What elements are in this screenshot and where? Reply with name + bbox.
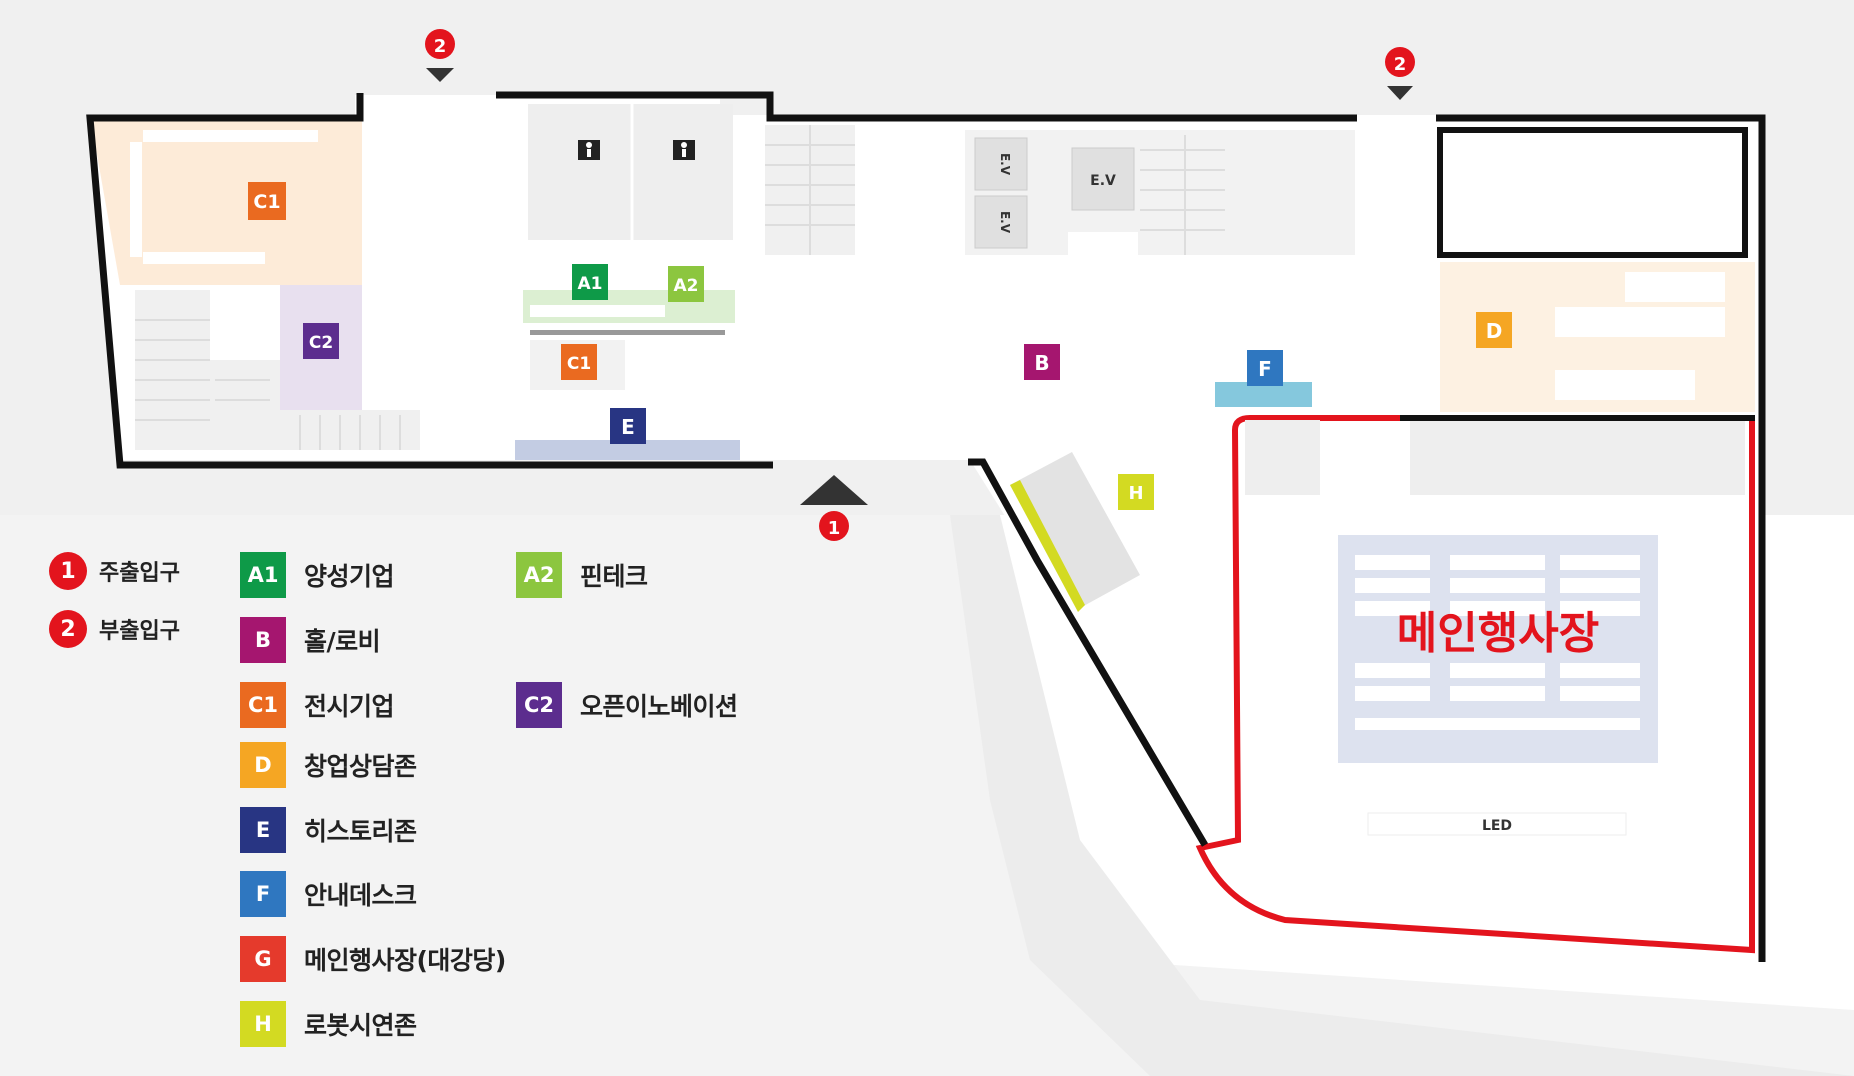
entrance-main-label: 주출입구 bbox=[99, 561, 180, 586]
square-b-icon: B bbox=[240, 617, 286, 663]
legend-entrance-main: 1 주출입구 bbox=[49, 552, 180, 590]
legend-item-f: F 안내데스크 bbox=[240, 871, 417, 917]
square-e-icon: E bbox=[240, 807, 286, 853]
zone-c1-area bbox=[90, 115, 362, 285]
legend-item-h: H 로봇시연존 bbox=[240, 1001, 417, 1047]
marker-a2: A2 bbox=[674, 276, 699, 296]
marker-a1: A1 bbox=[578, 274, 603, 294]
marker-c1-mid: C1 bbox=[567, 354, 591, 374]
square-f-icon: F bbox=[240, 871, 286, 917]
marker-b: B bbox=[1034, 351, 1049, 375]
elevator-label-2: E.V bbox=[998, 211, 1012, 234]
legend-item-g: G 메인행사장(대강당) bbox=[240, 936, 506, 982]
square-c1-icon: C1 bbox=[240, 682, 286, 728]
marker-c1-top: C1 bbox=[253, 191, 280, 213]
square-a2-icon: A2 bbox=[516, 552, 562, 598]
square-d-icon: D bbox=[240, 742, 286, 788]
square-a1-icon: A1 bbox=[240, 552, 286, 598]
legend-label-c2: 오픈이노베이션 bbox=[580, 692, 738, 721]
marker-c2: C2 bbox=[309, 333, 333, 353]
map-entrance-1: 1 bbox=[828, 518, 841, 539]
entrance-main-icon: 1 bbox=[49, 552, 87, 590]
legend-label-b: 홀/로비 bbox=[304, 627, 381, 656]
square-c2-icon: C2 bbox=[516, 682, 562, 728]
marker-d: D bbox=[1486, 319, 1503, 343]
main-hall-label: 메인행사장 bbox=[1397, 608, 1599, 659]
legend-item-c2: C2 오픈이노베이션 bbox=[516, 682, 738, 728]
map-entrance-2-left: 2 bbox=[434, 36, 447, 57]
square-g-icon: G bbox=[240, 936, 286, 982]
legend-item-e: E 히스토리존 bbox=[240, 807, 417, 853]
zone-e-area bbox=[515, 440, 740, 460]
elevator-label-3: E.V bbox=[1090, 173, 1116, 189]
led-label: LED bbox=[1482, 818, 1512, 834]
marker-e: E bbox=[621, 415, 635, 439]
entrance-sub-icon: 2 bbox=[49, 610, 87, 648]
marker-f: F bbox=[1258, 357, 1272, 381]
zone-h-strip bbox=[1010, 480, 1085, 612]
legend-label-g: 메인행사장(대강당) bbox=[304, 946, 506, 975]
legend-item-a2: A2 핀테크 bbox=[516, 552, 648, 598]
legend-label-c1: 전시기업 bbox=[304, 692, 395, 721]
legend-label-f: 안내데스크 bbox=[304, 881, 417, 910]
legend-label-a1: 양성기업 bbox=[304, 562, 395, 591]
elevator-label-1: E.V bbox=[998, 153, 1012, 176]
legend-item-b: B 홀/로비 bbox=[240, 617, 381, 663]
entrance-sub-label: 부출입구 bbox=[99, 619, 180, 644]
legend-label-a2: 핀테크 bbox=[580, 562, 648, 591]
legend-item-d: D 창업상담존 bbox=[240, 742, 417, 788]
legend-item-c1: C1 전시기업 bbox=[240, 682, 395, 728]
legend-label-d: 창업상담존 bbox=[304, 752, 417, 781]
square-h-icon: H bbox=[240, 1001, 286, 1047]
zone-f-desk bbox=[1215, 382, 1312, 407]
map-entrance-2-right: 2 bbox=[1394, 54, 1407, 75]
legend-label-h: 로봇시연존 bbox=[304, 1011, 417, 1040]
legend-label-e: 히스토리존 bbox=[304, 817, 417, 846]
legend-entrance-sub: 2 부출입구 bbox=[49, 610, 180, 648]
legend-item-a1: A1 양성기업 bbox=[240, 552, 395, 598]
marker-h: H bbox=[1128, 483, 1143, 504]
